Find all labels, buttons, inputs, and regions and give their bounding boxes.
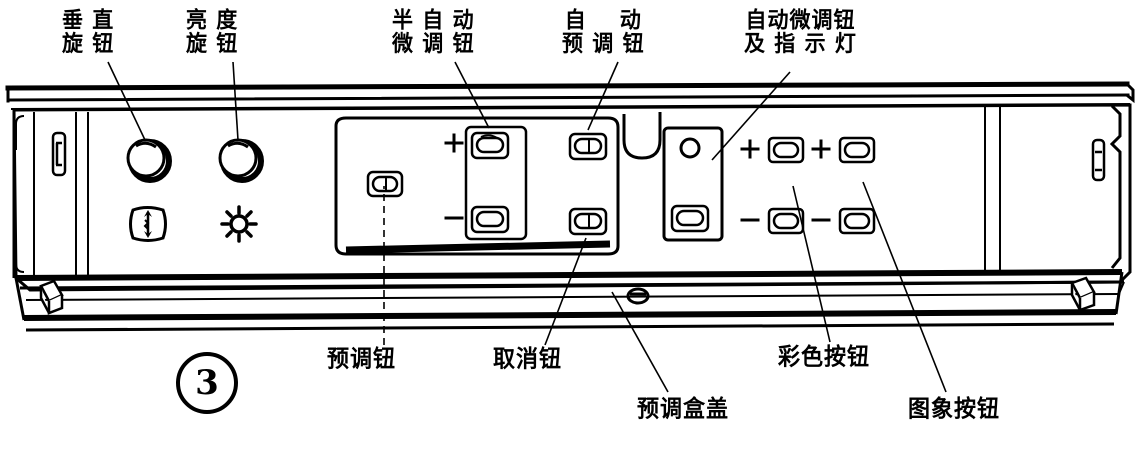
sign-plus-semi-auto xyxy=(444,133,464,153)
auto-preset-down-button[interactable] xyxy=(568,207,608,236)
knob-vertical-hold[interactable] xyxy=(126,138,172,183)
callout-brightness-knob: 亮 度 旋 钮 xyxy=(186,7,239,57)
leader-preset-box-cover xyxy=(611,291,669,393)
leader-auto-preset xyxy=(587,61,619,131)
panel-notch xyxy=(622,112,662,160)
callout-vertical-knob: 垂 直 旋 钮 xyxy=(62,7,115,57)
leader-vertical-knob xyxy=(107,61,146,141)
auto-preset-up-button[interactable] xyxy=(568,132,608,161)
callout-auto-fine-tune-lamp: 自动微调钮 及 指 示 灯 xyxy=(744,7,857,57)
color-down-button[interactable] xyxy=(767,207,805,235)
faceplate-dividers xyxy=(33,107,1001,276)
preset-box-latch[interactable] xyxy=(626,287,650,305)
color-up-button[interactable] xyxy=(767,136,805,164)
callout-preset-box-cover: 预调盒盖 xyxy=(637,396,730,423)
knob-brightness[interactable] xyxy=(218,138,264,183)
leader-color-button xyxy=(792,185,831,343)
left-end-cap xyxy=(15,115,25,273)
chassis-bottom-shelf xyxy=(14,269,1125,332)
preset-button[interactable] xyxy=(366,170,404,198)
leader-image-button xyxy=(862,181,947,393)
right-end-slot xyxy=(1091,138,1106,182)
sign-plus-image xyxy=(811,139,831,159)
auto-tune-indicator-lamp xyxy=(679,137,701,159)
callout-cancel-knob: 取消钮 xyxy=(493,346,563,373)
vertical-hold-icon xyxy=(129,206,167,242)
image-up-button[interactable] xyxy=(838,136,876,164)
image-down-button[interactable] xyxy=(838,207,876,235)
semi-auto-up-button[interactable] xyxy=(470,131,510,160)
auto-tune-button[interactable] xyxy=(670,204,710,233)
callout-image-button: 图象按钮 xyxy=(908,396,1001,423)
leader-cancel-knob xyxy=(544,237,587,346)
left-end-slot xyxy=(51,131,67,177)
callout-preset-knob: 预调钮 xyxy=(327,346,397,373)
callout-color-button: 彩色按钮 xyxy=(778,344,871,371)
callout-semi-auto-fine-tune: 半 自 动 微 调 钮 xyxy=(392,7,475,57)
semi-auto-down-button[interactable] xyxy=(470,205,510,234)
brightness-sun-icon xyxy=(220,205,258,243)
leader-brightness-knob xyxy=(232,61,239,141)
leader-semi-auto xyxy=(454,61,490,129)
figure-number-badge: 3 xyxy=(176,352,238,414)
callout-auto-preset-knob: 自 动 预 调 钮 xyxy=(562,7,645,57)
right-foot-block xyxy=(1070,276,1096,312)
leader-lines xyxy=(107,61,947,393)
leader-auto-tune-lamp xyxy=(711,71,791,161)
preset-box-inner-panel xyxy=(464,125,528,241)
sign-plus-color xyxy=(740,139,760,159)
preset-box-module xyxy=(334,116,620,256)
left-foot-block xyxy=(39,279,64,315)
right-end-bevel xyxy=(1109,104,1122,269)
